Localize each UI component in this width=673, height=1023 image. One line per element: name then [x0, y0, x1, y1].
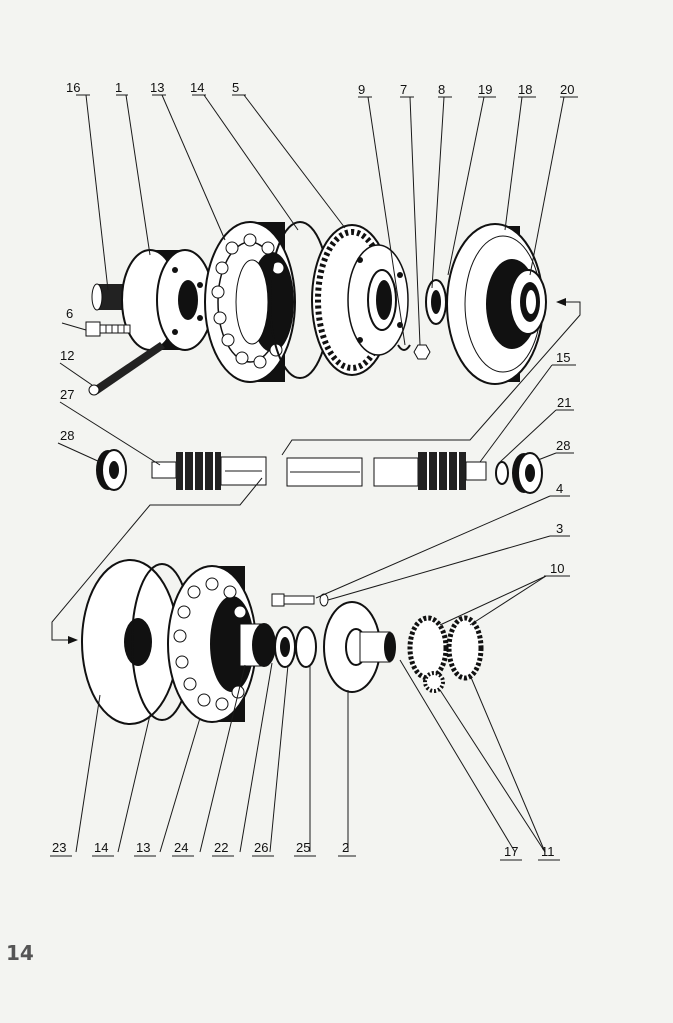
hub-part-1	[121, 249, 214, 351]
disc-part-23	[81, 559, 179, 725]
shim-part-26	[295, 626, 317, 668]
differential-gears-part-10-11	[407, 615, 484, 693]
assembly-flow-line-bottom	[51, 477, 263, 641]
nut-part-7	[413, 344, 431, 360]
label-25: 25	[296, 840, 310, 855]
main-shaft-part-15	[286, 452, 487, 490]
label-15: 15	[556, 350, 570, 365]
label-4: 4	[556, 481, 563, 496]
assembly-flow-line-top	[281, 301, 581, 456]
label-13-top: 13	[150, 80, 164, 95]
bevel-gear-part-5	[311, 224, 409, 376]
bolt-part-6	[85, 321, 131, 337]
label-underlines	[50, 855, 560, 861]
housing-part-2	[323, 601, 396, 693]
label-20: 20	[560, 82, 574, 97]
label-28-right: 28	[556, 438, 570, 453]
label-16: 16	[66, 80, 80, 95]
label-8: 8	[438, 82, 445, 97]
label-19: 19	[478, 82, 492, 97]
label-27: 27	[60, 387, 74, 402]
label-6: 6	[66, 306, 73, 321]
bearing-part-28-left	[96, 449, 127, 491]
label-14-bottom: 14	[94, 840, 108, 855]
flow-arrow-head-bottom	[68, 636, 78, 644]
bearing-part-28-right	[512, 452, 543, 494]
screw-part-4	[271, 593, 315, 607]
label-1: 1	[115, 80, 122, 95]
label-10: 10	[550, 561, 564, 576]
roller-bearing-part-13-bottom	[167, 565, 257, 723]
label-23: 23	[52, 840, 66, 855]
pinion-shaft-part-27	[151, 452, 267, 490]
lever-part-12	[88, 342, 165, 396]
label-22: 22	[214, 840, 228, 855]
clip-part-9	[397, 344, 411, 351]
sleeve-part-24	[239, 623, 276, 667]
housing-part-18	[446, 223, 544, 385]
label-11: 11	[541, 844, 555, 859]
label-26: 26	[254, 840, 268, 855]
label-2: 2	[342, 840, 349, 855]
label-7: 7	[400, 82, 407, 97]
label-5: 5	[232, 80, 239, 95]
roller-bearing-part-13-top	[204, 221, 296, 383]
leader-lines	[57, 94, 578, 853]
label-28-left: 28	[60, 428, 74, 443]
label-13-bottom: 13	[136, 840, 150, 855]
label-24: 24	[174, 840, 188, 855]
label-9: 9	[358, 82, 365, 97]
ring-part-21	[495, 461, 509, 485]
label-3: 3	[556, 521, 563, 536]
shaft-stub-part-16	[91, 283, 129, 311]
part-labels: 16 1 13 14 5 9 7 8 19 18 20 6 12 15 27 2…	[52, 80, 574, 859]
label-21: 21	[557, 395, 571, 410]
label-12: 12	[60, 348, 74, 363]
bearing-part-20	[509, 269, 547, 335]
label-14-top: 14	[190, 80, 204, 95]
washer-part-22	[274, 626, 296, 668]
washer-part-8	[425, 279, 447, 325]
label-17: 17	[504, 844, 518, 859]
label-18: 18	[518, 82, 532, 97]
flow-arrow-head-top	[556, 298, 566, 306]
page-number: 14	[6, 941, 34, 965]
